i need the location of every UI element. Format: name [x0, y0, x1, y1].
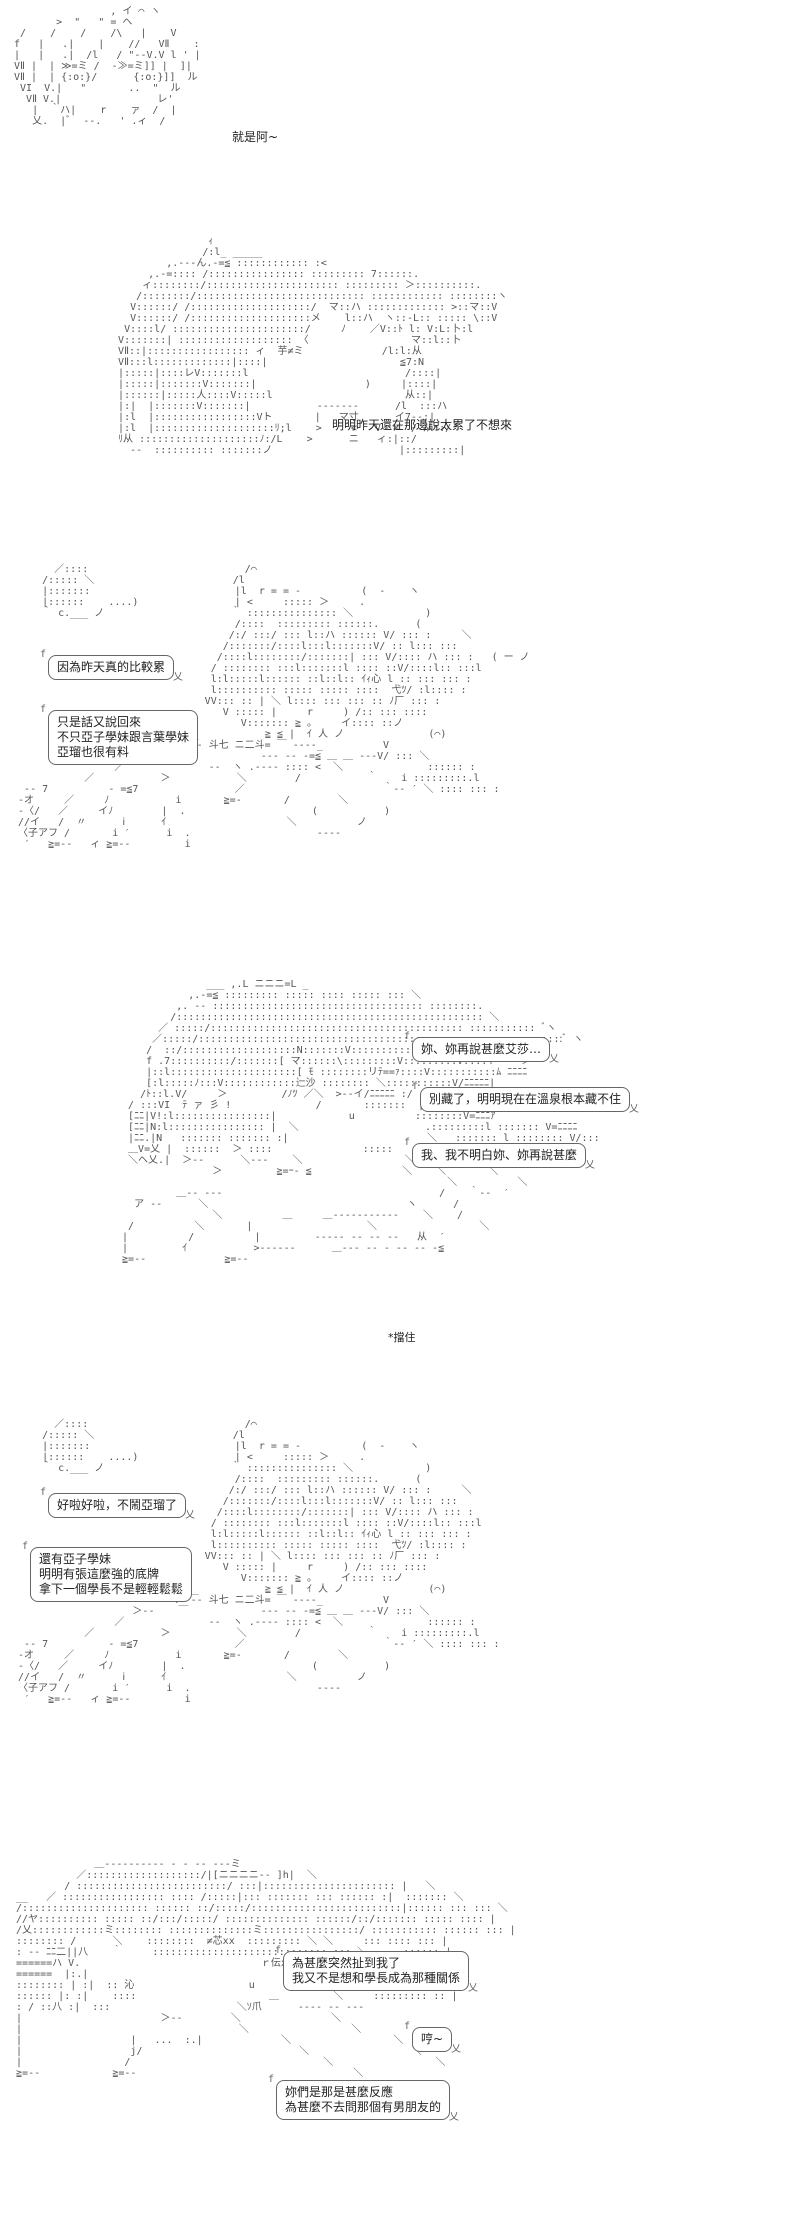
panel-5: ／:::: /⌒ /::::: ＼ /l |::::::: |l r = = -…	[0, 1415, 800, 1810]
bubble-line: 只是話又說回來	[57, 715, 142, 729]
ascii-art-bath-scene-1: ／:::: /⌒ /::::: ＼ /l |::::::: |l r = = -…	[18, 564, 530, 850]
bubble-line: 還有亞子學妹	[39, 1552, 112, 1566]
ascii-art-flustered-girl: ___ ,.L ニニニ=L _ ,.‐=≦ ::::::::: ::::: ::…	[122, 979, 600, 1265]
panel-3: ／:::: /⌒ /::::: ＼ /l |::::::: |l r = = -…	[0, 560, 800, 955]
bubble-line: 為甚麼不去問那個有男朋友的	[285, 2100, 442, 2114]
bubble-line: 拿下一個學長不是輕輕鬆鬆	[39, 1582, 184, 1596]
bubble-tail: f	[404, 1137, 411, 1148]
speech-bubble-what-are-you-saying: f 妳、妳再說甚麼艾莎… 乂	[404, 1031, 559, 1065]
bubble-line: 我、我不明白妳、妳再說甚麼	[421, 1148, 578, 1162]
bubble-line: 哼~	[421, 2032, 444, 2046]
speech-bubble-cant-hide: f 別藏了，明明現在在溫泉根本藏不住 乂	[412, 1081, 639, 1115]
ascii-art-bath-scene-2: ／:::: /⌒ /::::: ＼ /l |::::::: |l r = = -…	[18, 1419, 500, 1705]
speech-bubble-why-me: f 為甚麼突然扯到我了 我又不是想和學長成為那種關係 乂	[275, 1945, 478, 1994]
bubble-tail: f	[40, 649, 47, 660]
bubble-tail: f	[404, 2021, 411, 2032]
bubble-line: 我又不是想和學長成為那種關係	[292, 1971, 461, 1985]
panel-1-caption: 就是阿~	[232, 130, 279, 144]
speech-bubble-aru-has-curves: f 只是話又說回來 不只亞子學妹跟言葉學妹 亞瑠也很有料	[40, 704, 199, 765]
speech-bubble-hmph: f 哼~ 乂	[404, 2021, 461, 2055]
bubble-tail: f	[404, 1031, 411, 1042]
bubble-tail: 乂	[629, 1104, 640, 1115]
panel-2: ｨ /:l_ _____ ,.‐‐‐ん.-=≦ :::::::::::: :< …	[0, 230, 800, 550]
speech-bubble-okay-stop-teasing: f 好啦好啦，不鬧亞瑠了 乂	[40, 1487, 195, 1521]
bubble-tail: f	[275, 1945, 282, 1956]
bubble-line: 妳們是那是甚麼反應	[285, 2085, 394, 2099]
bubble-tail: 乂	[549, 1054, 560, 1065]
panel-2-caption: 明明昨天還在那邊說太累了不想來	[332, 418, 513, 432]
bubble-line: 別藏了，明明現在在溫泉根本藏不住	[429, 1092, 622, 1106]
bubble-tail: f	[40, 704, 47, 715]
panel-6: ＿‐‐‐‐‐‐‐‐‐‐ ‐ ‐ ‐‐ ‐‐‐ミ ／:::::::::::::::…	[0, 1855, 800, 2240]
bubble-line: 不只亞子學妹跟言葉學妹	[57, 730, 190, 744]
bubble-line: 因為昨天真的比較累	[57, 660, 166, 674]
bubble-tail: 乂	[451, 2044, 462, 2055]
bubble-line: 為甚麼突然扯到我了	[292, 1956, 401, 1970]
bubble-tail: f	[22, 1541, 29, 1552]
ascii-art-girl-long-hair: ｨ /:l_ _____ ,.‐‐‐ん.-=≦ :::::::::::: :< …	[118, 236, 508, 456]
panel-4: ___ ,.L ニニニ=L _ ,.‐=≦ ::::::::: ::::: ::…	[0, 975, 800, 1385]
bubble-line: 妳、妳再說甚麼艾莎…	[421, 1042, 542, 1056]
bubble-tail: 乂	[185, 1510, 196, 1521]
bubble-line: 好啦好啦，不鬧亞瑠了	[57, 1498, 178, 1512]
panel-4-sound-note: *擋住	[388, 1331, 416, 1344]
speech-bubble-yesterday-tired: f 因為昨天真的比較累 乂	[40, 649, 183, 683]
speech-bubble-ask-the-one-with-boyfriend: f 妳們是那是甚麼反應 為甚麼不去問那個有男朋友的 乂	[268, 2074, 459, 2123]
bubble-tail: f	[268, 2074, 275, 2085]
ascii-art-girl-face: , イ ⌒ ヽ > " " = ヘ / / / /\ | V f | .| | …	[14, 6, 201, 127]
bubble-line: 亞瑠也很有料	[57, 745, 130, 759]
bubble-tail: f	[40, 1487, 47, 1498]
speech-bubble-strong-card: f 還有亞子學妹 明明有張這麼強的底牌 拿下一個學長不是輕輕鬆鬆	[22, 1541, 193, 1602]
bubble-line: 明明有張這麼強的底牌	[39, 1567, 160, 1581]
bubble-tail: 乂	[468, 1983, 479, 1994]
speech-bubble-dont-understand: f 我、我不明白妳、妳再說甚麼 乂	[404, 1137, 595, 1171]
bubble-tail: 乂	[173, 672, 184, 683]
bubble-tail: 乂	[449, 2112, 460, 2123]
bubble-tail: f	[412, 1081, 419, 1092]
panel-1: , イ ⌒ ヽ > " " = ヘ / / / /\ | V f | .| | …	[0, 0, 800, 190]
ascii-art-girl-pouting: ＿‐‐‐‐‐‐‐‐‐‐ ‐ ‐ ‐‐ ‐‐‐ミ ／:::::::::::::::…	[16, 1859, 516, 2079]
bubble-tail: 乂	[585, 1160, 596, 1171]
